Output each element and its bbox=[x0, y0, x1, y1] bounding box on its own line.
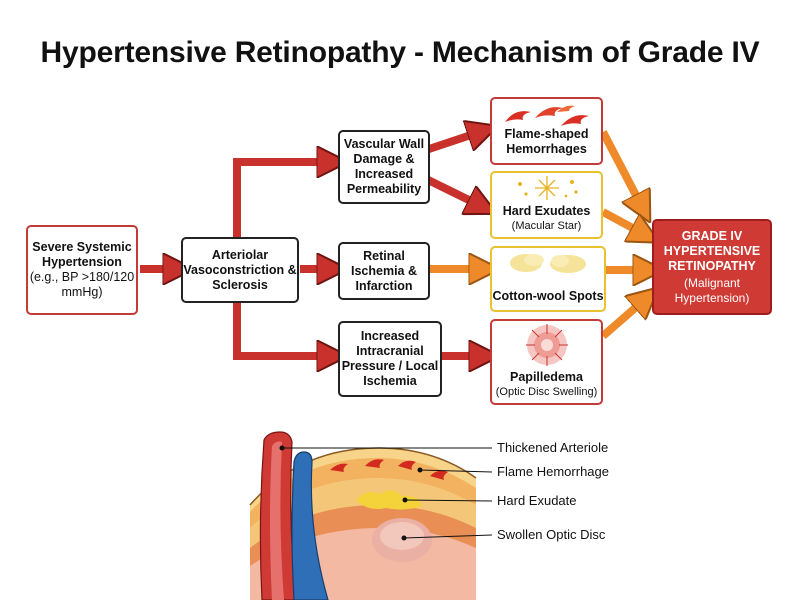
arteriolar-box: Arteriolar Vasoconstriction & Sclerosis bbox=[181, 237, 299, 303]
cotton-wool-label: Cotton-wool Spots bbox=[492, 289, 604, 303]
hard-exudates-sub: (Macular Star) bbox=[511, 219, 582, 232]
grade-iv-box: GRADE IV HYPERTENSIVE RETINOPATHY (Malig… bbox=[652, 219, 772, 315]
hard-exudates-label: Hard Exudates bbox=[502, 203, 591, 218]
flame-icon bbox=[505, 105, 589, 126]
arrow-arteriolar-to-intracranial bbox=[233, 302, 326, 356]
intracranial-label: Increased Intracranial Pressure / Local … bbox=[341, 329, 439, 388]
optic-disc-icon bbox=[526, 324, 568, 366]
annotation-hard-exudate: Hard Exudate bbox=[497, 493, 577, 508]
arrow-flame-to-grade bbox=[599, 130, 640, 203]
papilledema-sub: (Optic Disc Swelling) bbox=[495, 385, 598, 398]
severe-hypertension-title: Severe Systemic Hypertension bbox=[32, 240, 132, 269]
vascular-damage-label: Vascular Wall Damage & Increased Permeab… bbox=[343, 137, 425, 196]
hard-exudates-box: Hard Exudates (Macular Star) bbox=[490, 171, 603, 239]
grade-iv-title: GRADE IV HYPERTENSIVE RETINOPATHY bbox=[663, 229, 761, 274]
annotation-flame-hemorrhage: Flame Hemorrhage bbox=[497, 464, 609, 479]
arrow-papilledema-to-grade bbox=[600, 302, 642, 340]
grade-iv-subtitle: (Malignant Hypertension) bbox=[674, 276, 750, 305]
annotation-swollen-optic-disc: Swollen Optic Disc bbox=[497, 527, 606, 542]
retinal-ischemia-box: Retinal Ischemia & Infarction bbox=[338, 242, 430, 300]
vascular-damage-box: Vascular Wall Damage & Increased Permeab… bbox=[338, 130, 430, 204]
intracranial-box: Increased Intracranial Pressure / Local … bbox=[338, 321, 442, 397]
page-title: Hypertensive Retinopathy - Mechanism of … bbox=[40, 36, 760, 69]
flame-hemorrhage-label: Flame-shaped Hemorrhages bbox=[504, 127, 589, 156]
retinal-ischemia-label: Retinal Ischemia & Infarction bbox=[350, 248, 417, 293]
arteriolar-label: Arteriolar Vasoconstriction & Sclerosis bbox=[183, 247, 297, 292]
macular-star-icon bbox=[518, 176, 578, 200]
cotton-wool-icon bbox=[510, 254, 586, 273]
flame-hemorrhage-box: Flame-shaped Hemorrhages bbox=[490, 97, 603, 165]
severe-hypertension-detail: (e.g., BP >180/120 mmHg) bbox=[29, 270, 135, 299]
severe-hypertension-box: Severe Systemic Hypertension (e.g., BP >… bbox=[26, 225, 138, 315]
annotation-thickened-arteriole: Thickened Arteriole bbox=[497, 440, 609, 455]
arrow-arteriolar-to-vascular bbox=[233, 162, 326, 240]
cotton-wool-box: Cotton-wool Spots bbox=[490, 246, 606, 312]
papilledema-label: Papilledema bbox=[510, 369, 583, 384]
arrow-hard-to-grade bbox=[601, 208, 640, 232]
